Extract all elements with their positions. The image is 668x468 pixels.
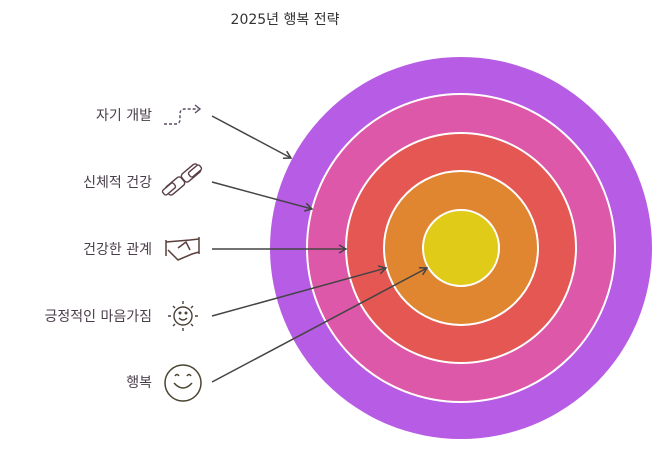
ring-happiness [422,209,500,287]
smiley-icon [164,364,202,402]
handshake-icon [165,237,200,261]
path-arrow-icon [164,104,202,125]
arrow-positive-mindset [211,265,388,317]
smiling-sun-icon [168,301,198,331]
label-positive-mindset: 긍정적인 마음가짐 [44,309,153,325]
label-physical-health: 신체적 건강 [83,175,152,191]
label-happiness: 행복 [126,375,152,391]
arrow-self-development [211,115,293,159]
dumbbell-icon [161,163,203,196]
label-self-development: 자기 개발 [96,108,152,124]
label-healthy-relationships: 건강한 관계 [83,242,152,258]
arrow-physical-health [211,181,314,212]
diagram-title: 2025년 행복 전략 [230,12,340,28]
arrow-happiness [211,266,429,383]
